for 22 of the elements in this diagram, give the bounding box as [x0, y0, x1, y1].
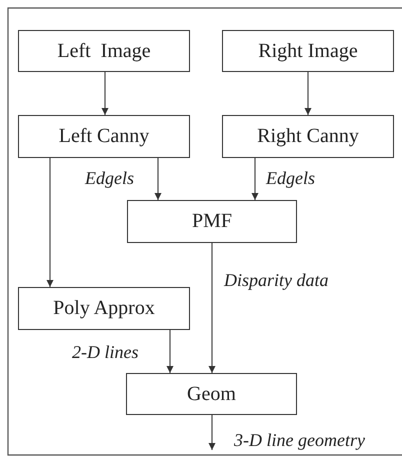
box-label: Right Canny	[257, 125, 359, 148]
process-box	[222, 115, 394, 158]
box-label: Right Image	[258, 40, 358, 62]
box-label: Geom	[187, 382, 236, 406]
process-box	[18, 30, 190, 72]
box-label: PMF	[192, 210, 232, 233]
process-box	[127, 200, 297, 243]
arrow	[166, 330, 174, 373]
process-box	[18, 287, 190, 330]
arrow	[102, 72, 108, 115]
box-label: Poly Approx	[53, 297, 155, 320]
arrow	[46, 158, 54, 287]
arrow	[208, 415, 216, 450]
process-box	[126, 373, 297, 415]
box-label: Left Image	[57, 40, 151, 62]
arrow	[154, 158, 162, 200]
arrow	[208, 243, 216, 373]
arrow	[304, 72, 312, 115]
process-box	[222, 30, 394, 72]
box-label: Left Canny	[58, 125, 150, 148]
process-box	[18, 115, 190, 158]
arrow	[252, 158, 258, 200]
